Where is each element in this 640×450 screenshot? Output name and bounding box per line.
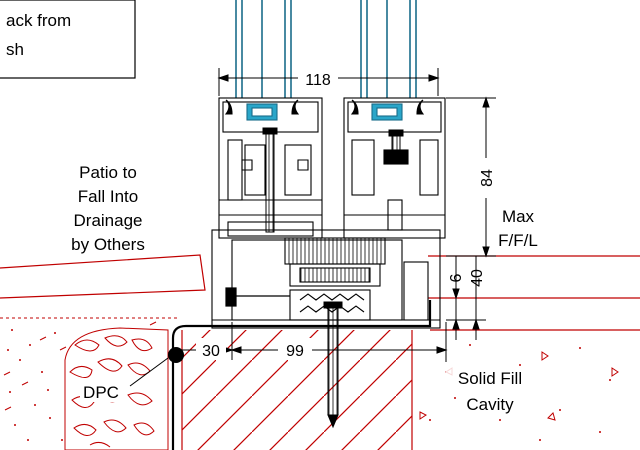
dim-sill-height-label: 40 <box>469 269 486 287</box>
left-sash-profile <box>218 97 323 239</box>
max-ffl-label-line-2: F/F/L <box>498 231 538 250</box>
solid-fill-label-line-2: Cavity <box>466 395 514 414</box>
note-box: ack from sh <box>0 0 136 79</box>
dpc-seal-icon <box>168 347 184 363</box>
left-screw <box>262 127 278 233</box>
solid-fill-label-line-1: Solid Fill <box>458 369 522 388</box>
patio-label-line-1: Patio to <box>79 163 137 182</box>
cavity-fill-right <box>419 329 640 441</box>
dpc-membrane <box>171 300 432 450</box>
dim-cavity-offset-label: 30 <box>202 343 220 360</box>
side-fixing <box>225 287 290 307</box>
fixing-screw <box>323 301 343 429</box>
note-line-1: ack from <box>6 11 71 30</box>
patio-label-line-4: by Others <box>71 235 145 254</box>
right-sash-profile <box>343 97 446 239</box>
dim-frame-height-label: 84 <box>479 169 496 187</box>
outer-frame-sill <box>211 229 441 329</box>
glass-panes <box>235 0 417 98</box>
dim-cavity-label-bg <box>196 338 226 360</box>
dpc-label-text: DPC <box>83 383 119 402</box>
dim-frame-height <box>446 96 496 258</box>
patio-label-line-2: Fall Into <box>78 187 138 206</box>
max-ffl-label-line-1: Max <box>502 207 535 226</box>
dim-overall-width <box>217 68 440 96</box>
patio-label-line-3: Drainage <box>74 211 143 230</box>
dim-sill-width-label-bg <box>278 338 312 360</box>
right-screw <box>388 129 404 161</box>
solid-fill-label: Solid Fill Cavity <box>446 366 534 414</box>
dim-overall-width-label: 118 <box>305 72 331 89</box>
note-line-2: sh <box>6 40 24 59</box>
patio-slab <box>0 254 206 299</box>
dim-sill-width-label: 99 <box>286 343 304 360</box>
dim-gap-and-sill <box>446 256 486 340</box>
max-ffl-label: Max F/F/L <box>498 207 538 250</box>
patio-label: Patio to Fall Into Drainage by Others <box>71 163 145 254</box>
dpc-label: DPC <box>80 357 169 402</box>
dim-gap-label: 6 <box>448 273 465 282</box>
